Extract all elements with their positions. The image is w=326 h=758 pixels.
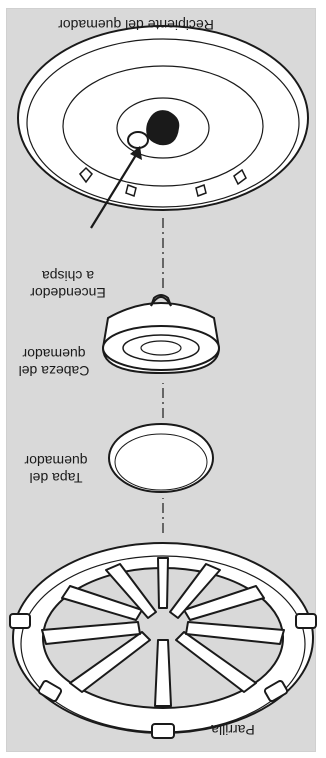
burner-cap — [109, 424, 213, 492]
igniter-label-line2: a chispa — [42, 268, 94, 284]
burner-base — [18, 26, 308, 210]
burner-head — [103, 295, 219, 373]
burner-head-label-line1: Cabeza del — [19, 363, 90, 379]
igniter-label-line1: Encendedor — [30, 285, 106, 301]
burner-cap-label-line2: quemador — [24, 453, 87, 469]
grate-label: Parrilla — [211, 722, 255, 738]
grate — [10, 543, 316, 738]
burner-cap-label-line1: Tapa del — [30, 470, 83, 486]
burner-head-label-line2: quemador — [22, 346, 85, 362]
burner-base-label: Recipiente del quemador — [58, 17, 214, 33]
